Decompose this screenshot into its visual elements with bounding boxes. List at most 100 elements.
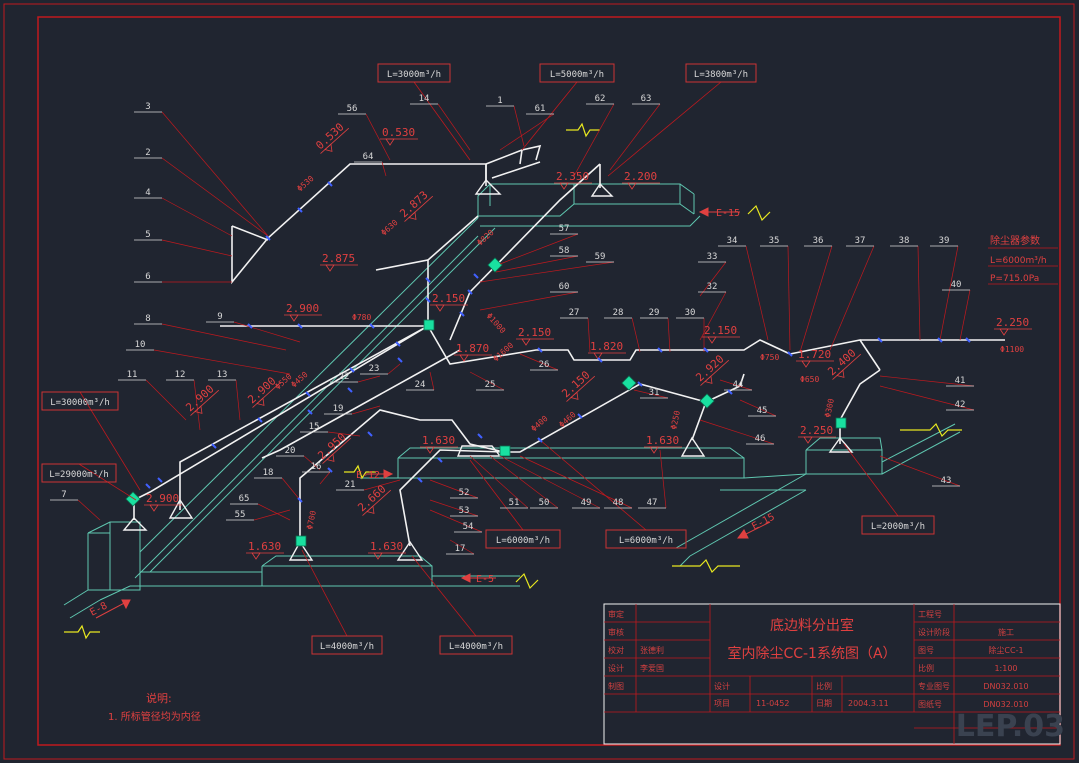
elevation-triangle: [803, 436, 813, 444]
part-label-24: 24: [406, 380, 434, 391]
joint-tick: [349, 367, 355, 373]
joint-tick: [297, 207, 303, 213]
part-label-leader: [193, 379, 201, 431]
flow-bottom-a-leader: [301, 549, 348, 637]
diameter-label: Φ780: [352, 313, 371, 322]
part-label-text: 7: [61, 490, 66, 500]
part-label-text: 42: [955, 400, 966, 410]
joint-tick: [477, 433, 483, 439]
part-label-text: 46: [755, 434, 766, 444]
elevation-mark: 2.900: [284, 302, 322, 322]
joint-tick: [265, 235, 271, 241]
valve-2: [423, 319, 435, 331]
elevation-triangle: [435, 304, 445, 312]
joint-tick: [467, 289, 473, 295]
part-label-58: 58: [550, 246, 578, 257]
part-label-leader: [161, 239, 233, 257]
part-label-text: 29: [649, 308, 660, 318]
flow-bottom-a: L=4000m³/h: [311, 635, 383, 655]
elevation-value: 0.530: [382, 126, 415, 139]
elevation-mark: 2.250: [994, 316, 1032, 336]
part-label-leader: [381, 161, 387, 177]
joint-tick: [367, 431, 373, 437]
part-label-35: 35: [760, 236, 788, 247]
part-label-text: 6: [145, 272, 150, 282]
spec-note-line1: L=6000m³/h: [990, 256, 1047, 266]
duct-tag-e5: E-5: [476, 574, 494, 585]
part-label-leader: [77, 499, 101, 521]
valve-layer: [125, 257, 847, 547]
part-label-54: 54: [454, 522, 482, 533]
part-label-49: 49: [572, 498, 600, 509]
part-label-leader: [829, 245, 875, 351]
joint-tick: [537, 347, 543, 353]
elevation-triangle: [373, 552, 383, 560]
elevation-mark: 2.900: [245, 374, 282, 408]
part-label-36: 36: [804, 236, 832, 247]
part-label-text: 1: [497, 96, 502, 106]
elevation-value: 1.630: [248, 540, 281, 553]
part-label-text: 36: [813, 236, 824, 246]
part-label-55: 55: [226, 510, 254, 521]
tb-left-name: 张德利: [640, 645, 664, 655]
part-label-text: 9: [217, 312, 222, 322]
flow-left-2-text: L=29000m³/h: [49, 470, 109, 480]
part-label-22: 22: [330, 372, 358, 383]
joint-tick: [247, 323, 253, 329]
arrow-layer: [95, 207, 771, 619]
elevation-mark: 1.630: [368, 540, 406, 560]
elevation-value: 2.350: [556, 170, 589, 183]
part-label-47: 47: [638, 498, 666, 509]
part-label-leader: [161, 111, 269, 237]
elevation-value: 1.870: [456, 342, 489, 355]
tb-left-label: 校对: [608, 645, 624, 655]
flow-mid-a-leader: [469, 459, 524, 531]
elevation-triangle: [256, 397, 265, 406]
part-label-leader: [253, 509, 291, 521]
part-label-text: 30: [685, 308, 696, 318]
part-label-50: 50: [530, 498, 558, 509]
part-label-text: 20: [285, 446, 296, 456]
part-label-text: 8: [145, 314, 150, 324]
elevation-triangle: [324, 143, 333, 152]
part-label-text: 12: [175, 370, 186, 380]
part-label-leader: [917, 245, 921, 341]
part-label-leader: [281, 477, 301, 501]
part-label-text: 49: [581, 498, 592, 508]
part-label-12: 12: [166, 370, 194, 381]
part-label-14: 14: [410, 94, 438, 105]
joint-tick: [877, 337, 883, 343]
elevation-mark: 2.250: [798, 424, 836, 444]
part-label-leader: [235, 379, 241, 421]
part-label-4: 4: [134, 188, 162, 199]
flow-left-1-box: [41, 391, 119, 411]
joint-tick: [703, 347, 709, 353]
tb-right-label: 设计阶段: [918, 627, 950, 637]
flow-left-2: L=29000m³/h: [41, 463, 117, 483]
part-label-leader: [161, 157, 269, 237]
hood-7: [828, 436, 854, 453]
part-label-leader: [387, 363, 401, 375]
elevation-triangle: [627, 182, 637, 190]
part-label-leader: [699, 291, 727, 341]
elevation-value: 2.950: [315, 430, 348, 462]
part-label-17: 17: [446, 544, 474, 555]
part-label-leader: [699, 261, 727, 297]
joint-tick: [145, 483, 151, 489]
flow-left-1: L=30000m³/h: [41, 391, 119, 411]
part-label-leader: [939, 245, 959, 341]
part-label-53: 53: [450, 506, 478, 517]
part-label-text: 45: [757, 406, 768, 416]
tick-layer: [145, 181, 971, 503]
part-label-leader: [469, 455, 529, 509]
part-label-leader: [429, 371, 435, 391]
valve-5: [499, 445, 511, 457]
spec-note-title: 除尘器参数: [990, 234, 1040, 247]
part-label-leader: [437, 103, 471, 151]
joint-tick: [305, 391, 311, 397]
part-label-text: 47: [647, 498, 658, 508]
part-label-2: 2: [134, 148, 162, 159]
valve-1: [487, 257, 503, 273]
part-label-34: 34: [718, 236, 746, 247]
